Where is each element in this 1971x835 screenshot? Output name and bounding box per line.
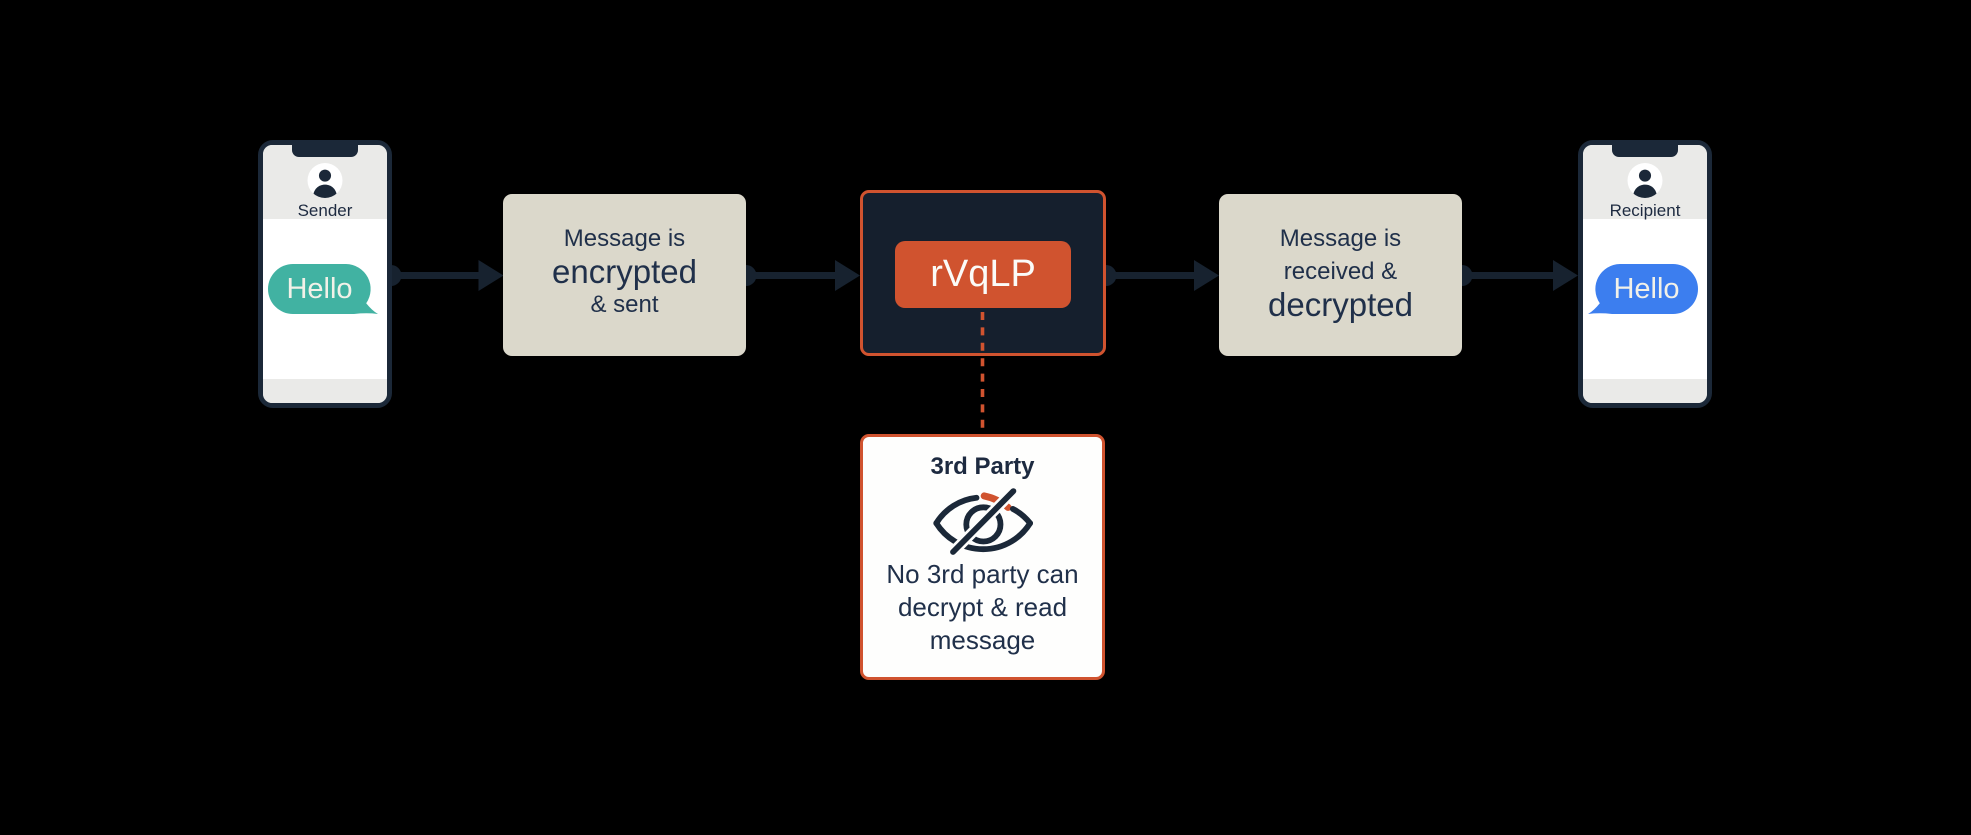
sender-phone: Sender Hello bbox=[258, 140, 392, 408]
ciphertext-chip: rVqLP bbox=[895, 241, 1071, 308]
sender-message-bubble: Hello bbox=[268, 264, 379, 315]
third-party-line3: message bbox=[929, 625, 1036, 655]
decrypt-line1: Message is bbox=[1279, 225, 1402, 252]
third-party-line2: decrypt & read bbox=[897, 592, 1068, 622]
encrypt-line1: Message is bbox=[563, 225, 686, 252]
arrow-cipher-to-decrypt bbox=[1095, 260, 1219, 291]
recipient-phone: Recipient Hello bbox=[1578, 140, 1712, 408]
third-party-line1: No 3rd party can bbox=[886, 559, 1079, 589]
sender-message-text: Hello bbox=[286, 272, 353, 305]
recipient-label: Recipient bbox=[1609, 201, 1681, 220]
sender-avatar-icon bbox=[307, 163, 343, 198]
cipher-box: rVqLP bbox=[860, 190, 1106, 356]
recipient-message-text: Hello bbox=[1613, 272, 1680, 305]
recipient-message-bubble: Hello bbox=[1587, 264, 1698, 315]
third-party-box: 3rd Party No 3rd party can decrypt & rea… bbox=[860, 434, 1105, 680]
recipient-avatar-icon bbox=[1627, 163, 1663, 198]
encrypt-line3: & sent bbox=[590, 291, 659, 318]
encrypt-box: Message is encrypted & sent bbox=[503, 194, 746, 356]
eye-off-icon bbox=[932, 485, 1033, 558]
sender-phone-footer bbox=[263, 379, 387, 403]
sender-phone-notch-icon bbox=[292, 144, 358, 157]
sender-bubble-shape bbox=[268, 264, 378, 314]
encrypt-line2: encrypted bbox=[552, 253, 697, 290]
arrow-sender-to-encrypt bbox=[380, 260, 504, 291]
recipient-phone-notch-icon bbox=[1612, 144, 1678, 157]
decrypt-line3: decrypted bbox=[1268, 286, 1413, 323]
third-party-title: 3rd Party bbox=[930, 453, 1035, 480]
recipient-bubble-shape bbox=[1588, 264, 1698, 314]
third-party-description: No 3rd party can decrypt & read message bbox=[863, 558, 1102, 657]
decrypt-line2: received & bbox=[1283, 258, 1398, 285]
arrow-encrypt-to-cipher bbox=[735, 260, 860, 291]
decrypt-box: Message is received & decrypted bbox=[1219, 194, 1462, 356]
dotted-connector bbox=[980, 312, 985, 436]
recipient-phone-footer bbox=[1583, 379, 1707, 403]
arrow-decrypt-to-recipient bbox=[1451, 260, 1578, 291]
sender-label: Sender bbox=[297, 201, 353, 220]
